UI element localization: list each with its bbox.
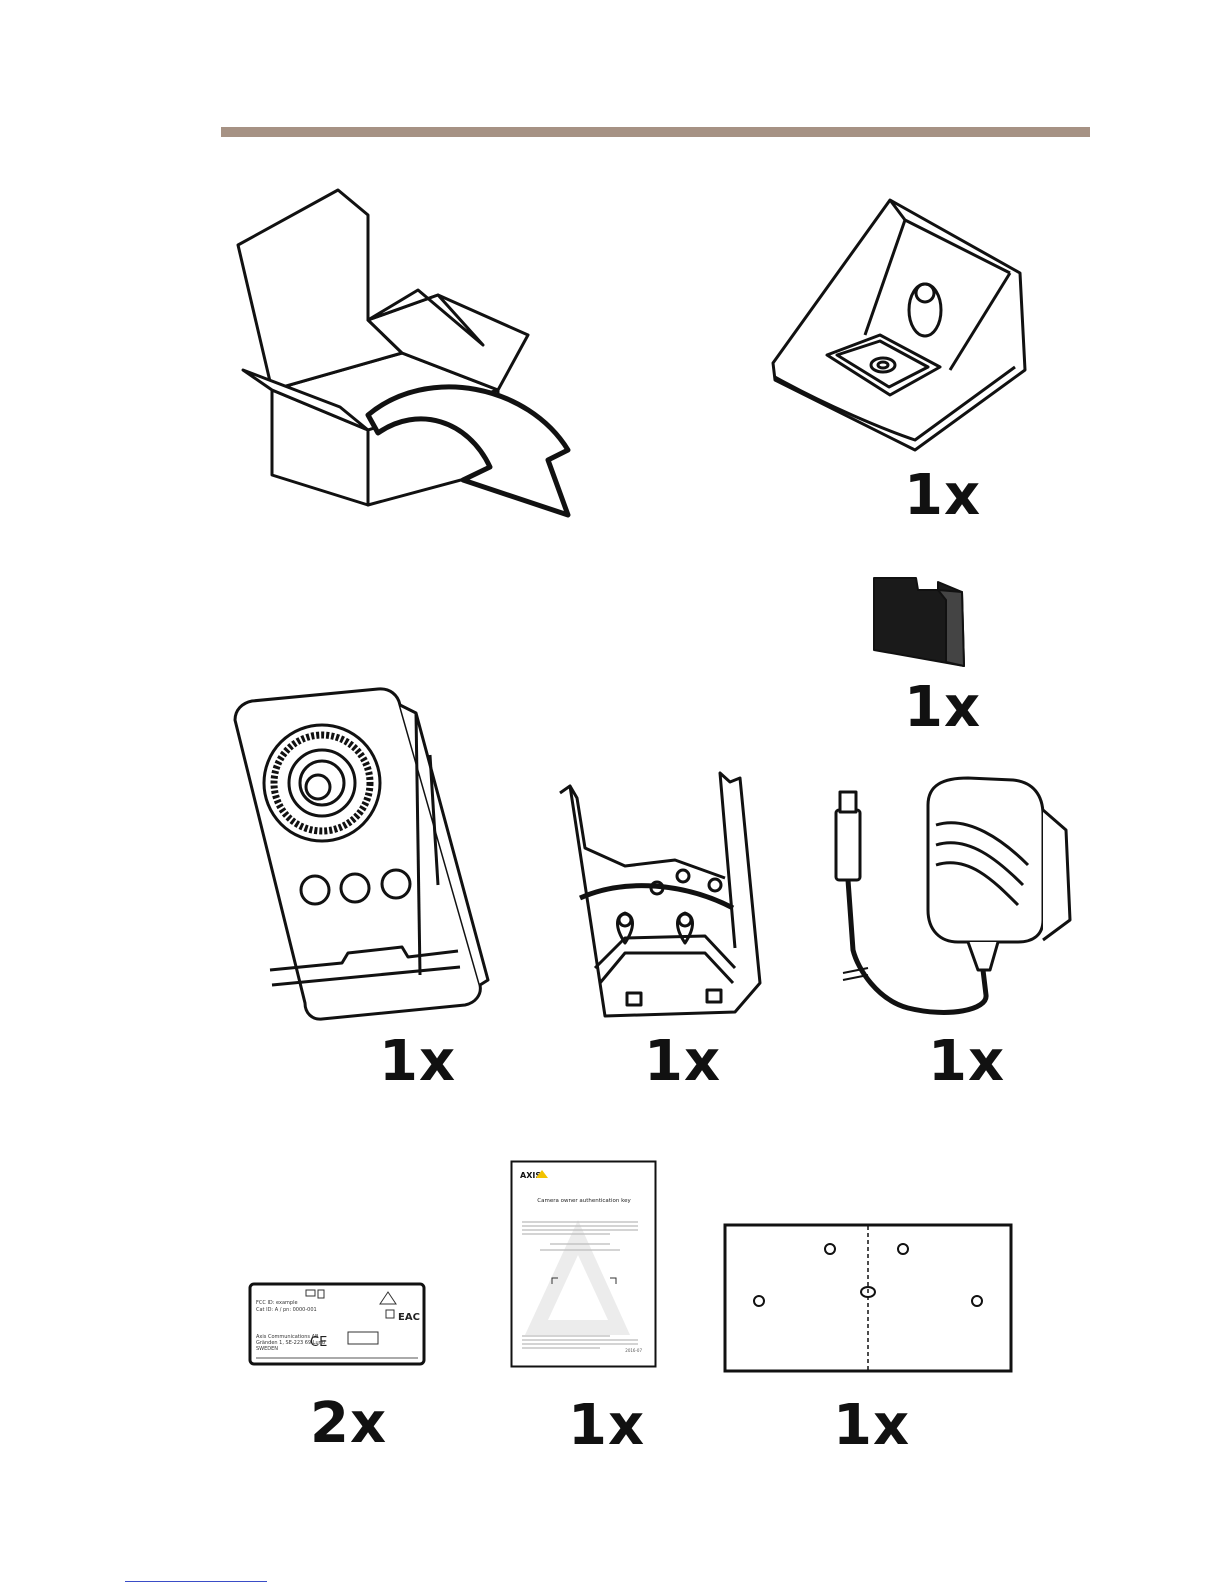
power-adapter-illustration [828,770,1078,1032]
label-sticker-illustration: FCC ID: example Cat ID: A / pn: 0000-001… [248,1282,428,1368]
drill-template-quantity: 1x [833,1398,910,1454]
desk-stand-quantity: 1x [904,468,981,524]
open-box-illustration [228,185,588,525]
wall-bracket-illustration [555,768,770,1026]
ce-mark: CE [310,1335,327,1350]
sticker-line-2: Cat ID: A / pn: 0000-001 [256,1307,317,1313]
label-sticker-quantity: 2x [310,1396,387,1452]
drill-template-illustration [722,1222,1014,1374]
header-rule [221,127,1090,137]
sticker-line-1: FCC ID: example [256,1300,298,1306]
auth-key-date: 2016-07 [625,1348,642,1353]
camera-quantity: 1x [379,1034,456,1090]
memory-card-illustration [866,570,971,670]
camera-illustration [230,685,490,1025]
power-adapter-quantity: 1x [928,1034,1005,1090]
owner-authentication-key-quantity: 1x [568,1398,645,1454]
memory-card-quantity: 1x [904,680,981,736]
sticker-line-5: SWEDEN [256,1346,278,1352]
auth-key-title: Camera owner authentication key [537,1198,631,1204]
owner-authentication-key-illustration: AXIS Camera owner authentication key 201… [510,1160,658,1370]
wall-bracket-quantity: 1x [644,1034,721,1090]
desk-stand-illustration [765,195,1035,457]
eac-mark: EAC [398,1312,420,1323]
footer-link-underline [125,1581,267,1582]
